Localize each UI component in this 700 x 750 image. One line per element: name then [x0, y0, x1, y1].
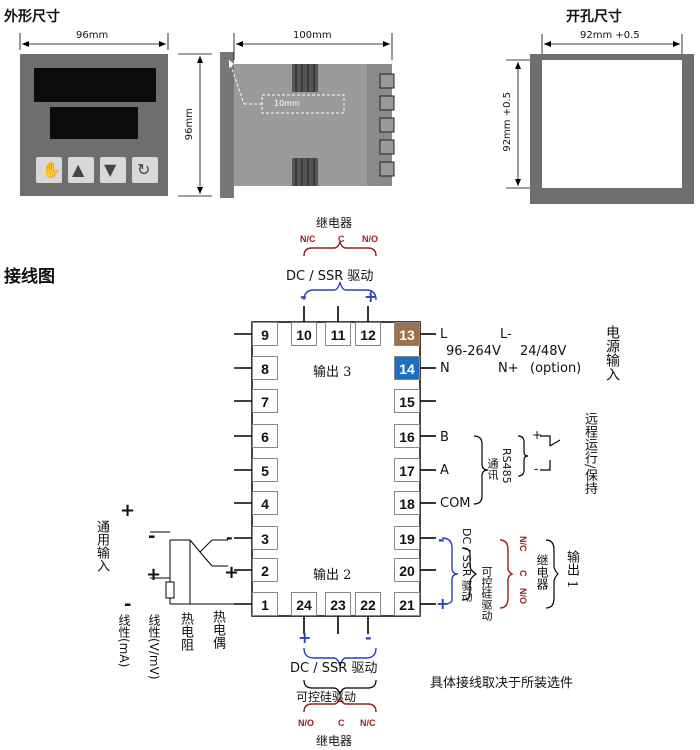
remote-plus: +	[532, 428, 543, 442]
scr-right-label: 可控硅驱动	[480, 566, 493, 621]
terminal-8: 8	[252, 356, 278, 380]
terminal-1: 1	[252, 592, 278, 616]
terminal-15: 15	[394, 389, 420, 413]
left-minus-bottom: -	[124, 594, 132, 615]
comm-B: B	[440, 430, 449, 445]
terminal-3: 3	[252, 526, 278, 550]
terminal-6: 6	[252, 424, 278, 448]
power-nplus: N+	[498, 361, 519, 376]
cutout-heading: 开孔尺寸	[566, 9, 622, 25]
comm-COM: COM	[440, 496, 471, 511]
left-plus-top: +	[120, 500, 136, 521]
comm-label: 通讯	[486, 458, 499, 480]
relay-right-no: N/O	[518, 588, 528, 605]
rtd-label: 热电阻	[178, 612, 193, 651]
wiring-note: 具体接线取决于所装选件	[430, 676, 574, 691]
terminal-7: 7	[252, 389, 278, 413]
terminal-23: 23	[325, 592, 351, 616]
relay-bottom-nc: N/C	[360, 718, 376, 728]
terminal-20: 20	[394, 558, 420, 582]
tc-minus: -	[226, 528, 233, 547]
down-triangle-icon: ▼	[104, 160, 117, 179]
power-input-label: 电源输入	[604, 325, 620, 381]
terminal-9: 9	[252, 322, 278, 346]
wiring-heading: 接线图	[4, 267, 55, 287]
terminal-14: 14	[394, 356, 420, 380]
dc-bottom-label: DC / SSR 驱动	[290, 661, 378, 676]
power-Lminus: L-	[500, 327, 512, 342]
terminal-5: 5	[252, 458, 278, 482]
relay-right-c: C	[518, 570, 528, 577]
relay-top-c: C	[338, 234, 345, 244]
power-L: L	[440, 327, 448, 342]
depth-inner-label: 10mm	[274, 99, 300, 108]
dc-right-label: DC / SSR 驱动	[460, 528, 473, 602]
relay-bottom-c: C	[338, 718, 345, 728]
terminal-10: 10	[291, 322, 317, 346]
comm-A: A	[440, 463, 449, 478]
terminal-2: 2	[252, 558, 278, 582]
relay-bottom-no: N/O	[298, 718, 315, 728]
outline-heading: 外形尺寸	[4, 9, 60, 25]
terminal-4: 4	[252, 491, 278, 515]
power-N: N	[440, 361, 450, 376]
up-triangle-icon: ▲	[72, 160, 85, 179]
output3-label: 输出 3	[313, 365, 352, 380]
tc-plus: +	[224, 562, 240, 583]
scr-bottom-label: 可控硅驱动	[296, 690, 357, 704]
linear-v-label: 线性(V/mV)	[147, 614, 161, 680]
thermocouple-label: 热电偶	[210, 610, 225, 649]
terminal-22: 22	[355, 592, 381, 616]
relay-right-label: 继电器	[535, 554, 549, 590]
terminal-16: 16	[394, 424, 420, 448]
output2-label: 输出 2	[313, 568, 352, 583]
dc-top-label: DC / SSR 驱动	[286, 269, 374, 284]
terminal-18: 18	[394, 491, 420, 515]
relay-top-label: 继电器	[316, 216, 353, 230]
terminal-21: 21	[394, 592, 420, 616]
hand-icon: ✋	[42, 161, 61, 179]
depth-label: 100mm	[293, 30, 332, 41]
bottom-plus: +	[298, 628, 312, 647]
terminal-19: 19	[394, 526, 420, 550]
terminal-11: 11	[325, 322, 351, 346]
power-range: 96-264V	[446, 344, 501, 359]
relay-right-nc: N/C	[518, 536, 528, 552]
left-plus-b: +	[146, 564, 162, 585]
rs485-label: RS485	[500, 448, 513, 484]
terminal-12: 12	[355, 322, 381, 346]
left-minus-a: -	[148, 526, 156, 547]
remote-minus: -	[534, 462, 539, 476]
relay-top-nc: N/C	[300, 234, 316, 244]
right-plus: +	[436, 594, 450, 613]
refresh-icon: ↻	[137, 160, 151, 179]
relay-top-no: N/O	[362, 234, 379, 244]
power-option: (option)	[530, 361, 582, 376]
universal-input-label: 通用输入	[94, 520, 109, 572]
terminal-24: 24	[291, 592, 317, 616]
terminal-13: 13	[394, 322, 420, 346]
power-low: 24/48V	[520, 344, 567, 359]
top-minus: -	[300, 287, 307, 306]
top-plus: +	[364, 287, 378, 306]
relay-bottom-label: 继电器	[316, 734, 353, 748]
remote-label: 远程运行/保持	[582, 412, 597, 495]
right-minus: -	[438, 530, 445, 549]
linear-ma-label: 线性(mA)	[117, 614, 131, 668]
cutout-width-label: 92mm +0.5	[580, 30, 640, 41]
terminal-17: 17	[394, 458, 420, 482]
bottom-minus: -	[365, 628, 372, 647]
output1-label: 输出 1	[564, 550, 579, 589]
front-width-label: 96mm	[76, 30, 109, 41]
